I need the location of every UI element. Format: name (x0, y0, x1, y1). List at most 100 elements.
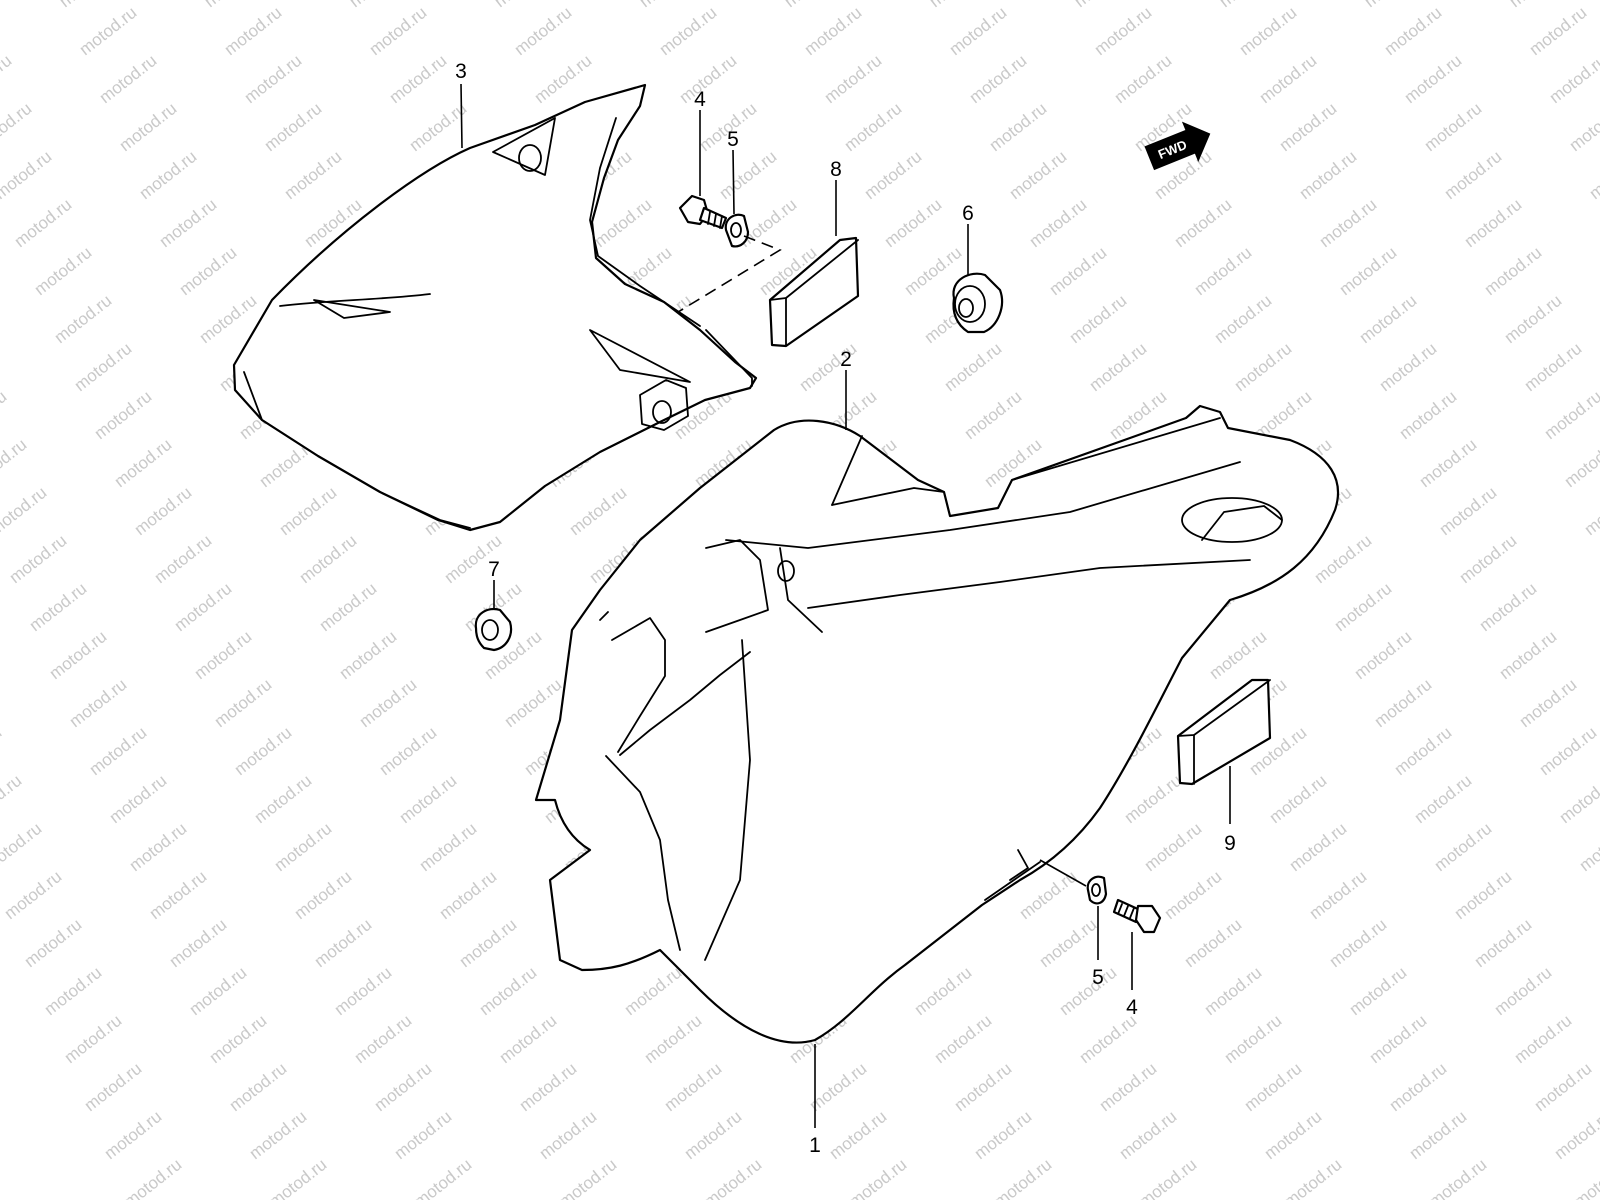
watermark-text: motod.ru (951, 1059, 1016, 1115)
watermark-text: motod.ru (931, 1011, 996, 1067)
watermark-text: motod.ru (1476, 579, 1541, 635)
watermark-text: motod.ru (111, 435, 176, 491)
watermark-text: motod.ru (276, 483, 341, 539)
watermark-text: motod.ru (911, 963, 976, 1019)
watermark-text: motod.ru (566, 483, 631, 539)
watermark-text: motod.ru (1436, 483, 1501, 539)
watermark-text: motod.ru (311, 915, 376, 971)
watermark-text: motod.ru (1501, 291, 1566, 347)
watermark-text: motod.ru (0, 435, 30, 491)
watermark-text: motod.ru (271, 819, 336, 875)
watermark-text: motod.ru (1276, 99, 1341, 155)
watermark-text: motod.ru (1331, 579, 1396, 635)
watermark-text: motod.ru (1266, 771, 1331, 827)
watermark-text: motod.ru (861, 147, 926, 203)
watermark-text: motod.ru (681, 1107, 746, 1163)
watermark-text: motod.ru (176, 243, 241, 299)
watermark-text: motod.ru (1296, 147, 1361, 203)
watermark-text: motod.ru (476, 963, 541, 1019)
watermark-text: motod.ru (1221, 1011, 1286, 1067)
watermark-text: motod.ru (1556, 771, 1600, 827)
watermark-text: motod.ru (416, 819, 481, 875)
watermark-text: motod.ru (531, 51, 596, 107)
watermark-text: motod.ru (106, 771, 171, 827)
watermark-text: motod.ru (986, 99, 1051, 155)
watermark-text: motod.ru (1236, 3, 1301, 59)
watermark-text: motod.ru (1376, 339, 1441, 395)
watermark-text: motod.ru (1391, 723, 1456, 779)
watermark-text: motod.ru (1201, 963, 1266, 1019)
watermark-text: motod.ru (96, 51, 161, 107)
part-5-washer-lower (1086, 875, 1108, 905)
watermark-text: motod.ru (1431, 819, 1496, 875)
part-1-side-cover (534, 404, 1340, 1044)
watermark-text: motod.ru (56, 0, 121, 11)
watermark-text: motod.ru (1261, 1107, 1326, 1163)
watermark-text: motod.ru (1561, 435, 1600, 491)
watermark-text: motod.ru (1361, 0, 1426, 11)
callout-7: 7 (488, 558, 500, 581)
watermark-text: motod.ru (841, 99, 906, 155)
watermark-text: motod.ru (1491, 963, 1556, 1019)
watermark-text: motod.ru (21, 915, 86, 971)
watermark-text: motod.ru (1521, 339, 1586, 395)
watermark-text: motod.ru (1411, 771, 1476, 827)
watermark-text: motod.ru (1401, 51, 1466, 107)
watermark-text: motod.ru (1036, 915, 1101, 971)
watermark-text: motod.ru (1191, 243, 1256, 299)
watermark-text: motod.ru (781, 0, 846, 11)
watermark-text: motod.ru (1161, 867, 1226, 923)
watermark-text: motod.ru (261, 99, 326, 155)
watermark-text: motod.ru (241, 51, 306, 107)
watermark-text: motod.ru (1461, 195, 1526, 251)
watermark-text: motod.ru (1316, 195, 1381, 251)
callout-4-lower: 4 (1126, 996, 1138, 1019)
watermark-text: motod.ru (351, 1011, 416, 1067)
callout-1: 1 (809, 1134, 821, 1157)
watermark-text: motod.ru (1281, 1155, 1346, 1200)
watermark-text: motod.ru (1506, 0, 1571, 11)
watermark-text: motod.ru (701, 1155, 766, 1200)
watermark-text: motod.ru (0, 771, 25, 827)
watermark-text: motod.ru (336, 627, 401, 683)
watermark-text: motod.ru (1086, 339, 1151, 395)
watermark-text: motod.ru (661, 1059, 726, 1115)
watermark-text: motod.ru (126, 819, 191, 875)
watermark-text: motod.ru (501, 675, 566, 731)
watermark-text: motod.ru (31, 243, 96, 299)
watermark-text: motod.ru (621, 963, 686, 1019)
watermark-text: motod.ru (46, 627, 111, 683)
watermark-text: motod.ru (656, 3, 721, 59)
watermark-text: motod.ru (91, 387, 156, 443)
watermark-text: motod.ru (516, 1059, 581, 1115)
watermark-text: motod.ru (1136, 1155, 1201, 1200)
watermark-text: motod.ru (0, 387, 10, 443)
watermark-text: motod.ru (456, 915, 521, 971)
watermark-text: motod.ru (391, 1107, 456, 1163)
watermark-text: motod.ru (1181, 915, 1246, 971)
watermark-text: motod.ru (1211, 291, 1276, 347)
watermark-text: motod.ru (1386, 1059, 1451, 1115)
watermark-text: motod.ru (1256, 51, 1321, 107)
callout-9: 9 (1224, 832, 1236, 855)
watermark-text: motod.ru (801, 3, 866, 59)
watermark-text: motod.ru (1426, 1155, 1491, 1200)
watermark-text: motod.ru (636, 0, 701, 11)
watermark-text: motod.ru (676, 51, 741, 107)
watermark-text: motod.ru (61, 1011, 126, 1067)
watermark-text: motod.ru (1006, 147, 1071, 203)
watermark-text: motod.ru (1571, 1155, 1600, 1200)
watermark-text: motod.ru (396, 771, 461, 827)
watermark-text: motod.ru (151, 531, 216, 587)
watermark-text: motod.ru (1096, 1059, 1161, 1115)
watermark-text: motod.ru (0, 99, 35, 155)
watermark-text: motod.ru (1516, 675, 1581, 731)
watermark-text: motod.ru (1586, 147, 1600, 203)
watermark-text: motod.ru (961, 387, 1026, 443)
callout-2: 2 (840, 348, 852, 371)
watermark-text: motod.ru (1541, 387, 1600, 443)
watermark-text: motod.ru (296, 531, 361, 587)
watermark-text: motod.ru (66, 675, 131, 731)
part-4-bolt-upper (678, 194, 728, 230)
part-6-grommet (952, 272, 1004, 334)
